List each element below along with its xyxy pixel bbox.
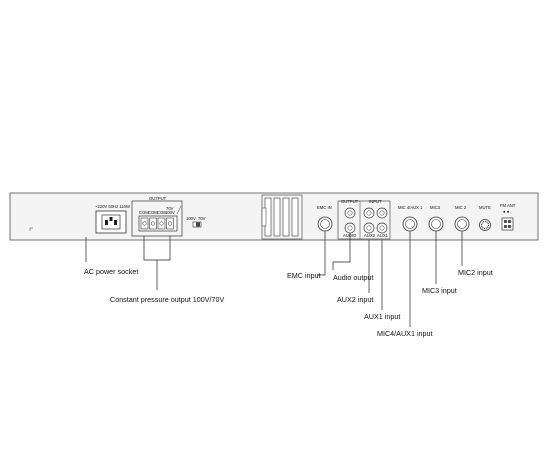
corner-mark	[29, 227, 33, 231]
vent-handle-notch	[261, 207, 267, 227]
output-diagonal-mark	[176, 205, 182, 215]
vent-slot	[282, 197, 290, 237]
rca-input-title: INPUT	[369, 199, 382, 204]
mic4-aux1-jack	[402, 216, 418, 232]
switch-70v-label: 70V	[198, 216, 206, 221]
mic2-jack-inner	[457, 219, 467, 229]
mic3-jack-inner	[431, 219, 441, 229]
screw-head	[150, 221, 156, 226]
terminal-screw	[149, 217, 157, 230]
vent-slot	[291, 197, 299, 237]
ac-pin-right	[114, 220, 117, 225]
terminal-screw	[157, 217, 166, 230]
fm-ant-pins-label: ● ●	[503, 209, 510, 214]
emc-in-label: EMC IN	[317, 205, 332, 210]
rca-aux1-jack	[376, 222, 388, 234]
switch-100v-label: 100V	[186, 216, 196, 221]
mic3-jack	[428, 216, 444, 232]
rca-aux2-jack	[363, 222, 375, 234]
mic2-jack	[454, 216, 470, 232]
fm-ant-pin	[504, 220, 507, 223]
voltage-70-label: 70V	[166, 206, 174, 211]
terminal-screw	[140, 217, 149, 230]
leader-lines	[85, 231, 463, 327]
terminal-screw	[166, 217, 174, 230]
rca-output-jack-top	[344, 207, 356, 219]
leader-audio-output	[332, 233, 351, 270]
rca-audio-jack	[344, 222, 356, 234]
callout-mic3-input: MIC3 input	[422, 286, 457, 295]
output-block-title: OUTPUT	[149, 196, 167, 201]
vent-slots	[261, 194, 303, 240]
mute-knob-ring	[480, 220, 490, 230]
rca-aux1-jack-pin	[379, 225, 385, 231]
rca-aux1-label: AUX1	[377, 233, 389, 238]
callout-mic2-input: MIC2 input	[458, 268, 493, 277]
ac-pin-center	[109, 217, 113, 221]
callout-aux2-input: AUX2 input	[337, 295, 373, 304]
mic2-label: MIC 2	[455, 205, 467, 210]
emc-in-jack-inner	[320, 219, 330, 229]
screw-head	[167, 221, 173, 226]
rca-aux1-jack-top-pin	[379, 210, 385, 216]
ac-socket-insert	[101, 214, 121, 230]
mic4-aux1-jack-inner	[405, 219, 415, 229]
fm-ant-label: FM ANT	[500, 203, 516, 208]
emc-in-jack	[317, 216, 333, 232]
screw-head	[159, 221, 164, 226]
mic4-aux1-label: MIC 4/AUX 1	[398, 205, 423, 210]
leader-emc-input	[318, 231, 326, 276]
fm-ant-connector	[501, 217, 514, 231]
rca-group-frame	[337, 200, 391, 240]
mic3-label: MIC3	[430, 205, 441, 210]
callout-mic4-aux1-input: MIC4/AUX1 input	[377, 329, 433, 338]
rca-output-title: OUTPUT	[341, 199, 359, 204]
vent-slot	[273, 197, 281, 237]
callout-aux1-input: AUX1 input	[364, 312, 400, 321]
rca-aux2-label: AUX2	[364, 233, 376, 238]
rca-aux2-jack-top-pin	[366, 210, 372, 216]
rca-aux1-jack-top	[376, 207, 388, 219]
terminal-label-1: COM	[139, 210, 149, 215]
ac-pin-left	[105, 220, 108, 225]
rca-audio-jack-pin	[347, 225, 353, 231]
voltage-100-label: 100V	[165, 210, 175, 215]
callout-emc-input: EMC input	[287, 271, 321, 280]
rca-aux2-jack-top	[363, 207, 375, 219]
rca-jacks	[344, 207, 388, 234]
terminal-label-3: COM	[157, 210, 167, 215]
power-rating-label: ~220V 50Hz 110W	[95, 204, 130, 209]
rca-output-jack-top-pin	[347, 210, 353, 216]
output-block	[131, 200, 183, 237]
voltage-switch-knob	[196, 222, 200, 227]
fm-ant-pin	[504, 225, 507, 228]
callout-audio-output: Audio output	[333, 273, 373, 282]
callout-constant-pressure: Constant pressure output 100V/70V	[110, 295, 224, 304]
screw-head	[142, 221, 147, 226]
terminal-label-2: COM	[148, 210, 158, 215]
terminal-screws	[140, 217, 174, 230]
rca-aux2-jack-pin	[366, 225, 372, 231]
callout-ac-power: AC power socket	[84, 267, 138, 276]
leader-constant-pressure	[143, 236, 171, 290]
fm-ant-pin	[508, 225, 511, 228]
mute-label: MUTE	[479, 205, 491, 210]
fm-ant-pin	[508, 220, 511, 223]
